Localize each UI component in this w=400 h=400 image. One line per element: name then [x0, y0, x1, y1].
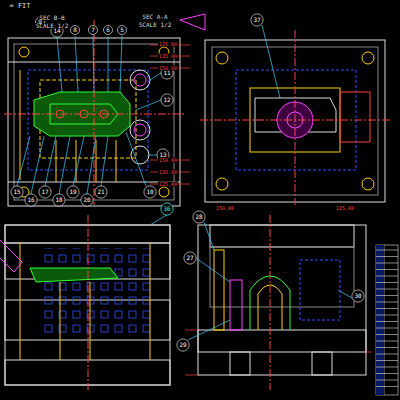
callout-ring — [25, 194, 37, 206]
title-block — [376, 245, 398, 395]
callout-number: 9 — [37, 19, 43, 25]
callout-ring — [118, 26, 127, 35]
callout-number: 14 — [52, 28, 61, 34]
callout-ring — [71, 26, 80, 35]
dimension-text: 125.00 — [158, 182, 178, 187]
table-row-line — [376, 321, 398, 322]
table-row-line — [376, 289, 398, 290]
table-row-line — [376, 282, 398, 283]
callout-number: 19 — [68, 189, 77, 195]
table-row-line — [376, 276, 398, 277]
dimension-text: 125.00 — [335, 206, 355, 211]
callout-ring — [184, 252, 196, 264]
table-row-line — [376, 354, 398, 355]
callout-number: 8 — [72, 27, 78, 33]
dimension-text: 135.00 — [158, 54, 178, 59]
plan-view-b — [4, 14, 205, 206]
callout-ring — [144, 186, 156, 198]
dimension-text: 150.00 — [158, 66, 178, 71]
callout-ring — [39, 186, 51, 198]
callout-ring — [53, 194, 65, 206]
table-row-line — [376, 295, 398, 296]
callout-number: 5 — [119, 27, 125, 33]
table-row-line — [376, 328, 398, 329]
callout-number: 17 — [40, 189, 49, 195]
callout-ring — [161, 203, 173, 215]
callout-number: 11 — [162, 70, 171, 76]
table-row-line — [376, 347, 398, 348]
callout-number: 27 — [185, 255, 194, 261]
callout-number: 6 — [105, 27, 111, 33]
callout-number: 12 — [162, 97, 171, 103]
callout-number: 21 — [96, 189, 105, 195]
dimension-text: 125.00 — [158, 42, 178, 47]
section-a-a — [150, 213, 372, 390]
dimension-text: 150.00 — [215, 206, 235, 211]
view-label: SCALE 1/2 — [138, 22, 173, 28]
table-row-line — [376, 373, 398, 374]
table-row-line — [376, 386, 398, 387]
callout-ring — [104, 26, 113, 35]
callout-number: 30 — [353, 293, 362, 299]
table-row-line — [376, 315, 398, 316]
dimension-text: 150.00 — [158, 158, 178, 163]
callout-number: 16 — [26, 197, 35, 203]
callout-number: 20 — [82, 197, 91, 203]
callout-number: 18 — [54, 197, 63, 203]
callout-ring — [251, 14, 263, 26]
dimension-text: 135.00 — [158, 170, 178, 175]
callout-ring — [177, 339, 189, 351]
table-row-line — [376, 256, 398, 257]
callout-ring — [11, 186, 23, 198]
callout-number: 36 — [162, 206, 171, 212]
table-row-line — [376, 308, 398, 309]
table-row-line — [376, 367, 398, 368]
callout-ring — [193, 211, 205, 223]
view-label: SEC A-A — [141, 14, 168, 20]
callout-ring — [67, 186, 79, 198]
view-label: SEC B-B — [38, 15, 65, 21]
view-label: = FIT — [8, 3, 31, 10]
plan-view-a — [200, 25, 392, 205]
section-b-b — [0, 215, 170, 390]
callout-number: 28 — [194, 214, 203, 220]
table-row-line — [376, 341, 398, 342]
callout-rings — [11, 14, 364, 351]
table-row-line — [376, 250, 398, 251]
callout-number: 37 — [252, 17, 261, 23]
table-row-line — [376, 334, 398, 335]
callout-number: 29 — [178, 342, 187, 348]
table-row-line — [376, 302, 398, 303]
callout-ring — [95, 186, 107, 198]
callout-ring — [352, 290, 364, 302]
callout-ring — [81, 194, 93, 206]
table-row-line — [376, 380, 398, 381]
table-row-line — [376, 263, 398, 264]
callout-number: 15 — [12, 189, 21, 195]
callout-number: 7 — [90, 27, 96, 33]
callout-ring — [89, 26, 98, 35]
callout-number: 10 — [145, 189, 154, 195]
table-row-line — [376, 360, 398, 361]
table-row-line — [376, 269, 398, 270]
callout-ring — [161, 94, 173, 106]
